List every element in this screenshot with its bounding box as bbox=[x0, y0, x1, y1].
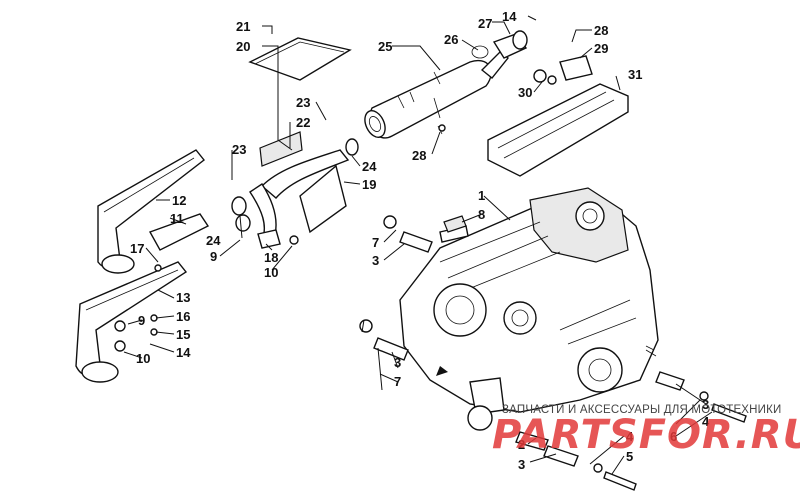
callout-20: 20 bbox=[236, 39, 250, 54]
callout-10-lower: 10 bbox=[136, 351, 150, 366]
watermark-logo: PARTSFOR.RU bbox=[492, 412, 800, 458]
callout-24-left: 24 bbox=[206, 233, 221, 248]
callout-16: 16 bbox=[176, 309, 190, 324]
callout-3-mid: 3 bbox=[394, 355, 401, 370]
callout-7: 7 bbox=[372, 235, 379, 250]
spark-arrestor bbox=[471, 30, 528, 59]
watermark-caption: ЗАПЧАСТИ И АКСЕССУАРЫ ДЛЯ МОТОТЕХНИКИ bbox=[502, 404, 782, 416]
muffler bbox=[364, 51, 509, 139]
callout-23-left: 23 bbox=[232, 142, 246, 157]
callout-27: 27 bbox=[478, 16, 492, 31]
callout-4-bottom: 4 bbox=[626, 429, 634, 444]
callout-14-lower: 14 bbox=[176, 345, 191, 360]
callout-11: 11 bbox=[170, 211, 184, 226]
callout-7-mid: 7 bbox=[394, 374, 401, 389]
callout-10: 10 bbox=[264, 265, 278, 280]
callout-13: 13 bbox=[176, 290, 190, 305]
callout-3-bottom: 3 bbox=[518, 457, 525, 472]
callout-22: 22 bbox=[296, 115, 310, 130]
callout-28: 28 bbox=[594, 23, 608, 38]
upper-heat-shield bbox=[248, 37, 352, 81]
callout-23: 23 bbox=[296, 95, 310, 110]
left-heat-shields bbox=[75, 149, 210, 383]
callout-labels: 21 20 25 27 14 26 28 29 31 30 23 22 28 2… bbox=[130, 9, 710, 472]
callout-9: 9 bbox=[210, 249, 217, 264]
callout-3-right: 3 bbox=[702, 397, 709, 412]
callout-4-right: 4 bbox=[702, 414, 710, 429]
callout-24: 24 bbox=[362, 159, 377, 174]
callout-3: 3 bbox=[372, 253, 379, 268]
leader-lines bbox=[123, 15, 713, 475]
callout-5: 5 bbox=[626, 449, 633, 464]
callout-8: 8 bbox=[478, 207, 485, 222]
mounting-hardware bbox=[359, 97, 747, 491]
callout-25: 25 bbox=[378, 39, 392, 54]
exhaust-head-pipe bbox=[231, 131, 359, 249]
callout-1: 1 bbox=[478, 188, 485, 203]
callout-19: 19 bbox=[362, 177, 376, 192]
callout-26: 26 bbox=[444, 32, 458, 47]
callout-6: 6 bbox=[670, 429, 677, 444]
rear-heat-shield bbox=[487, 55, 629, 177]
callout-17: 17 bbox=[130, 241, 144, 256]
engine-assembly bbox=[399, 187, 659, 431]
callout-31: 31 bbox=[628, 67, 642, 82]
callout-21: 21 bbox=[236, 19, 250, 34]
callout-28-lower: 28 bbox=[412, 148, 426, 163]
callout-18: 18 bbox=[264, 250, 278, 265]
callout-12: 12 bbox=[172, 193, 186, 208]
callout-2: 2 bbox=[518, 437, 525, 452]
callout-14: 14 bbox=[502, 9, 517, 24]
callout-30: 30 bbox=[518, 85, 532, 100]
callout-29: 29 bbox=[594, 41, 608, 56]
callout-9-lower: 9 bbox=[138, 313, 145, 328]
callout-15: 15 bbox=[176, 327, 190, 342]
